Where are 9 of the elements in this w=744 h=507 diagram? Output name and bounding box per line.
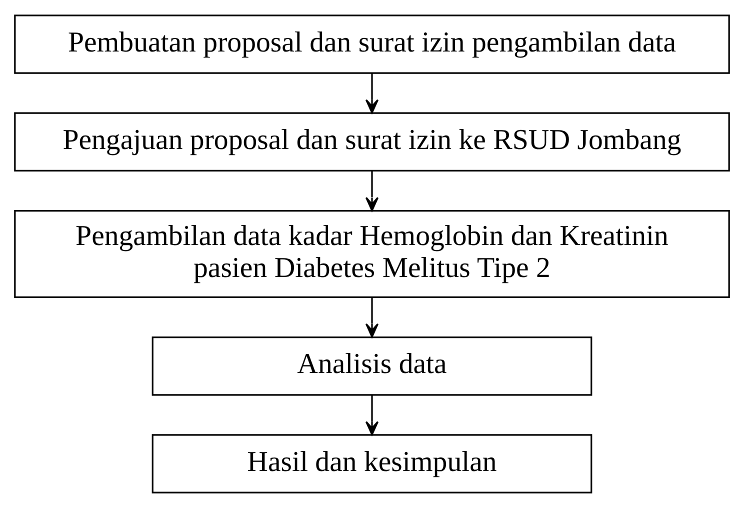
arrow xyxy=(365,170,379,211)
arrow xyxy=(365,394,379,435)
arrow xyxy=(365,296,379,338)
arrow xyxy=(365,72,379,114)
node-box: Pengambilan data kadar Hemoglobin dan Kreatinin pasien Diabetes Melitus Tipe 2 xyxy=(14,209,730,298)
node-box: Analisis data xyxy=(152,336,592,396)
node-box: Hasil dan kesimpulan xyxy=(152,434,592,493)
node-box: Pembuatan proposal dan surat izin pengambilan data xyxy=(14,14,730,74)
node-box: Pengajuan proposal dan surat izin ke RSUD Jombang xyxy=(14,112,730,172)
